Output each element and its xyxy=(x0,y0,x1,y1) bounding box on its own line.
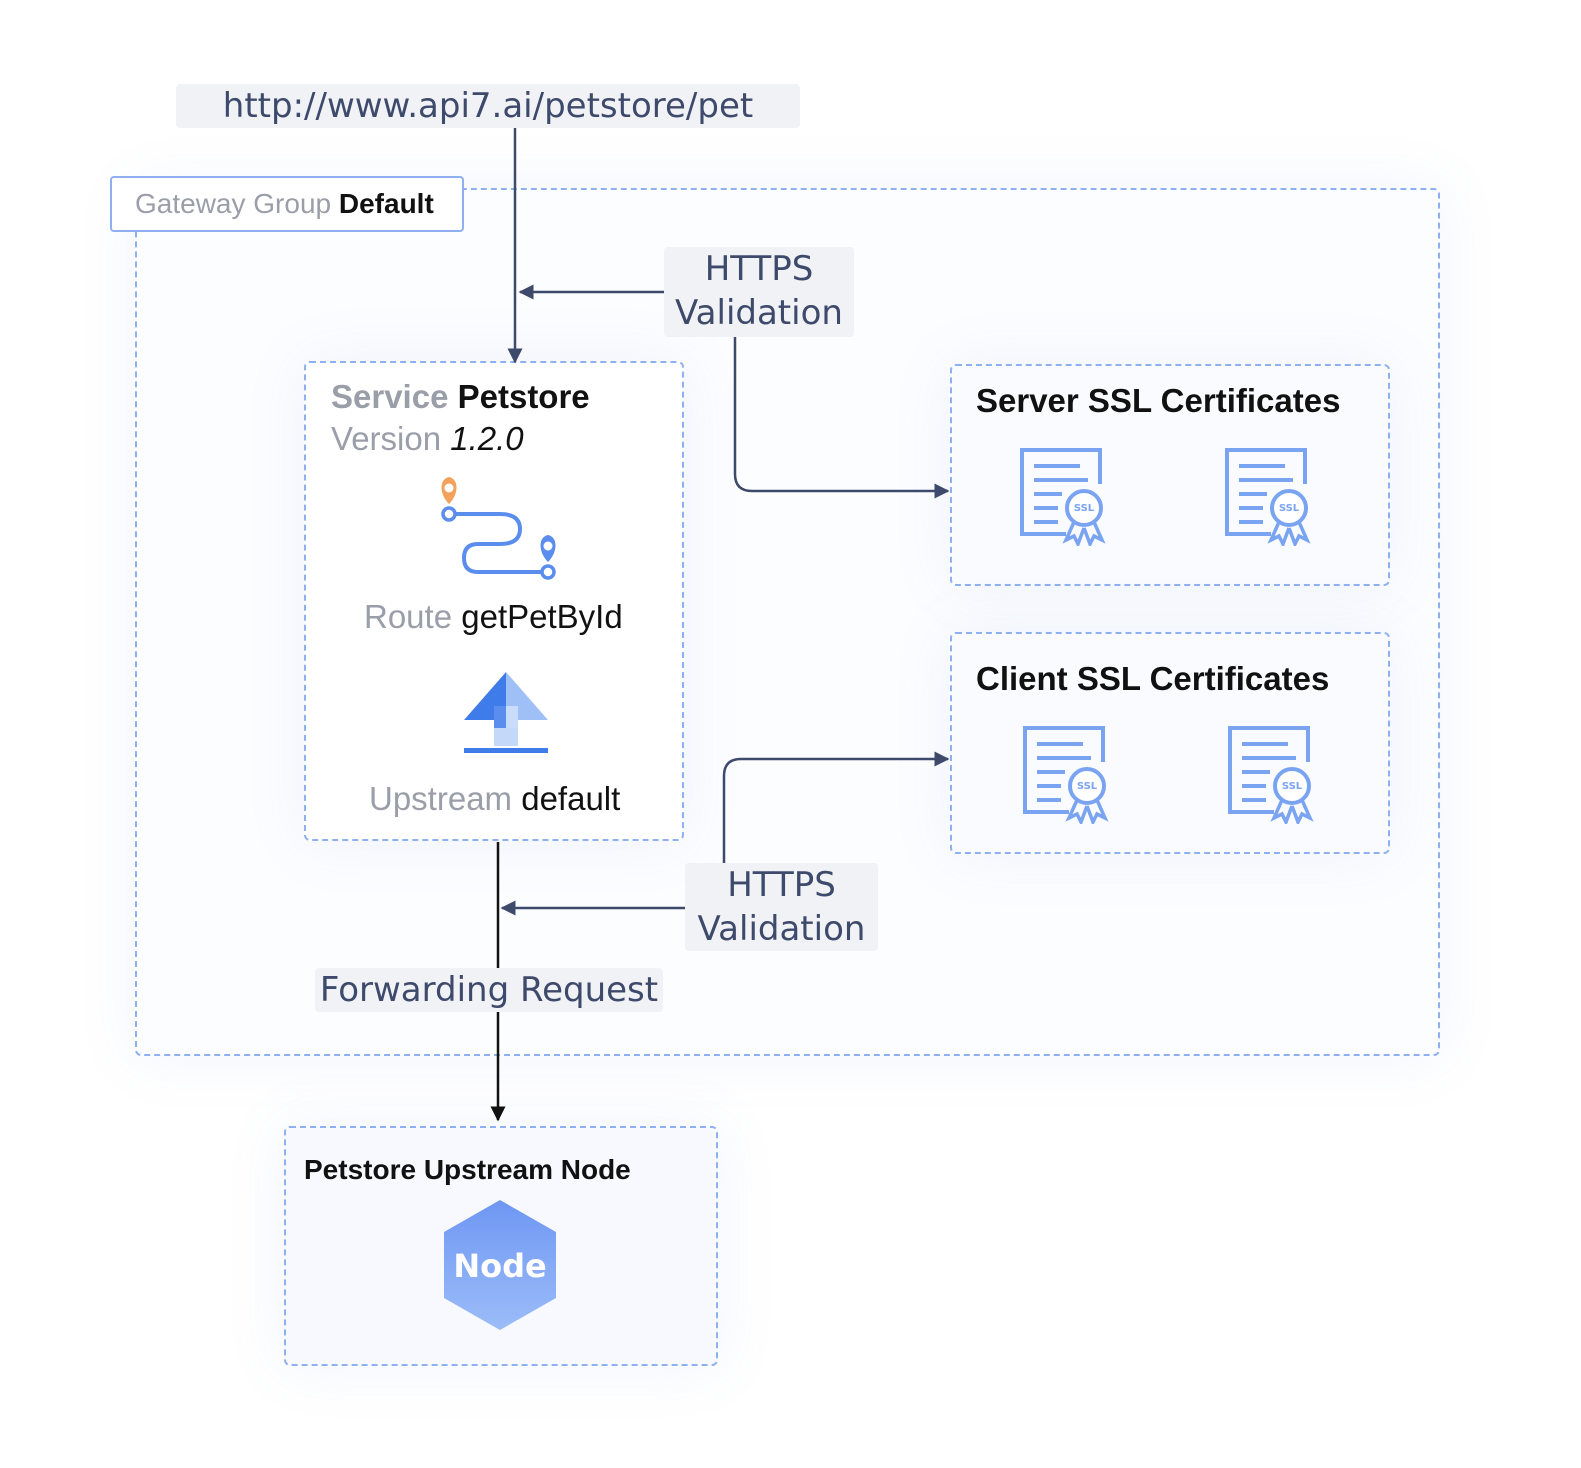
https-bottom-line1: HTTPS xyxy=(727,865,836,905)
server-ssl-certificate-icon-2[interactable]: SSL xyxy=(1223,446,1319,546)
node-hexagon-icon[interactable]: Node xyxy=(440,1198,560,1332)
service-name: Petstore xyxy=(457,378,590,415)
route-icon xyxy=(441,477,556,580)
client-ssl-certificate-icon-2[interactable]: SSL xyxy=(1226,724,1322,824)
https-top-to-server-ssl-arrow xyxy=(733,337,950,499)
gateway-group-prefix: Gateway Group xyxy=(135,188,332,219)
service-version: Version 1.2.0 xyxy=(331,420,524,458)
forwarding-request-label: Forwarding Request xyxy=(315,968,663,1012)
gateway-group-tab[interactable]: Gateway Group Default xyxy=(110,176,464,232)
upstream-prefix: Upstream xyxy=(369,780,513,817)
upstream-node-title: Petstore Upstream Node xyxy=(304,1154,631,1185)
server-ssl-title: Server SSL Certificates xyxy=(976,382,1341,419)
https-top-line2: Validation xyxy=(675,293,843,333)
ssl-badge-text: SSL xyxy=(1282,781,1303,792)
upstream-label: Upstream default xyxy=(369,780,620,818)
service-container[interactable] xyxy=(304,361,684,841)
node-label: Node xyxy=(453,1247,546,1285)
https-bottom-line2: Validation xyxy=(697,909,866,949)
https-bottom-to-client-ssl-arrow xyxy=(722,751,950,863)
version-value: 1.2.0 xyxy=(450,420,524,457)
client-ssl-title: Client SSL Certificates xyxy=(976,660,1330,697)
route-prefix: Route xyxy=(364,598,453,635)
service-prefix: Service xyxy=(331,378,449,415)
version-prefix: Version xyxy=(331,420,442,457)
ssl-badge-text: SSL xyxy=(1074,503,1095,514)
upstream-name: default xyxy=(521,780,621,817)
https-validation-top-label: HTTPS Validation xyxy=(664,247,854,337)
ssl-badge-text: SSL xyxy=(1077,781,1098,792)
service-title: Service Petstore xyxy=(331,378,590,416)
route-name: getPetById xyxy=(461,598,623,635)
client-ssl-certificate-icon-1[interactable]: SSL xyxy=(1021,724,1117,824)
server-ssl-certificate-icon-1[interactable]: SSL xyxy=(1018,446,1114,546)
ssl-badge-text: SSL xyxy=(1279,503,1300,514)
upstream-icon xyxy=(464,672,548,753)
route-label: Route getPetById xyxy=(364,598,623,636)
request-url-label: http://www.api7.ai/petstore/pet xyxy=(176,84,800,128)
https-top-line1: HTTPS xyxy=(704,249,814,289)
https-validation-bottom-label: HTTPS Validation xyxy=(685,863,878,951)
gateway-group-name: Default xyxy=(338,188,434,219)
